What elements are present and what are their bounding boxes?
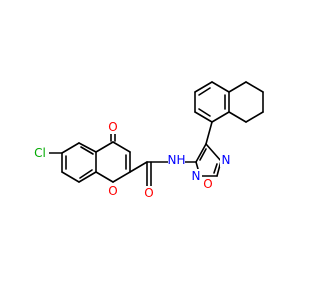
- atom-label-ring-o: O: [108, 184, 117, 198]
- atom-cl: Cl: [33, 146, 49, 160]
- bond-lines: [46, 81, 264, 187]
- atom-labels: Cl O O O N H N N O: [33, 120, 232, 200]
- atom-label-amide-n: N: [168, 153, 177, 167]
- atom-ketone-o: O: [107, 120, 119, 134]
- atom-label-oxadiazole-o: O: [203, 177, 212, 191]
- atom-oxadiazole-n2: N: [220, 153, 232, 167]
- atom-ring-o: O: [107, 184, 119, 198]
- atom-label-amide-h: H: [176, 153, 185, 167]
- atom-oxadiazole-n1: N: [190, 169, 202, 183]
- atom-label-cl: Cl: [34, 146, 46, 160]
- atom-label-oxadiazole-n1: N: [192, 169, 201, 183]
- chemical-structure: Cl O O O N H N N O: [33, 81, 264, 200]
- atom-label-amide-o: O: [144, 186, 153, 200]
- atom-amide-o: O: [143, 186, 155, 200]
- atom-oxadiazole-o: O: [202, 177, 214, 191]
- atom-label-ketone-o: O: [108, 120, 117, 134]
- atom-label-oxadiazole-n2: N: [222, 153, 231, 167]
- atom-amide-nh: N H: [168, 153, 186, 171]
